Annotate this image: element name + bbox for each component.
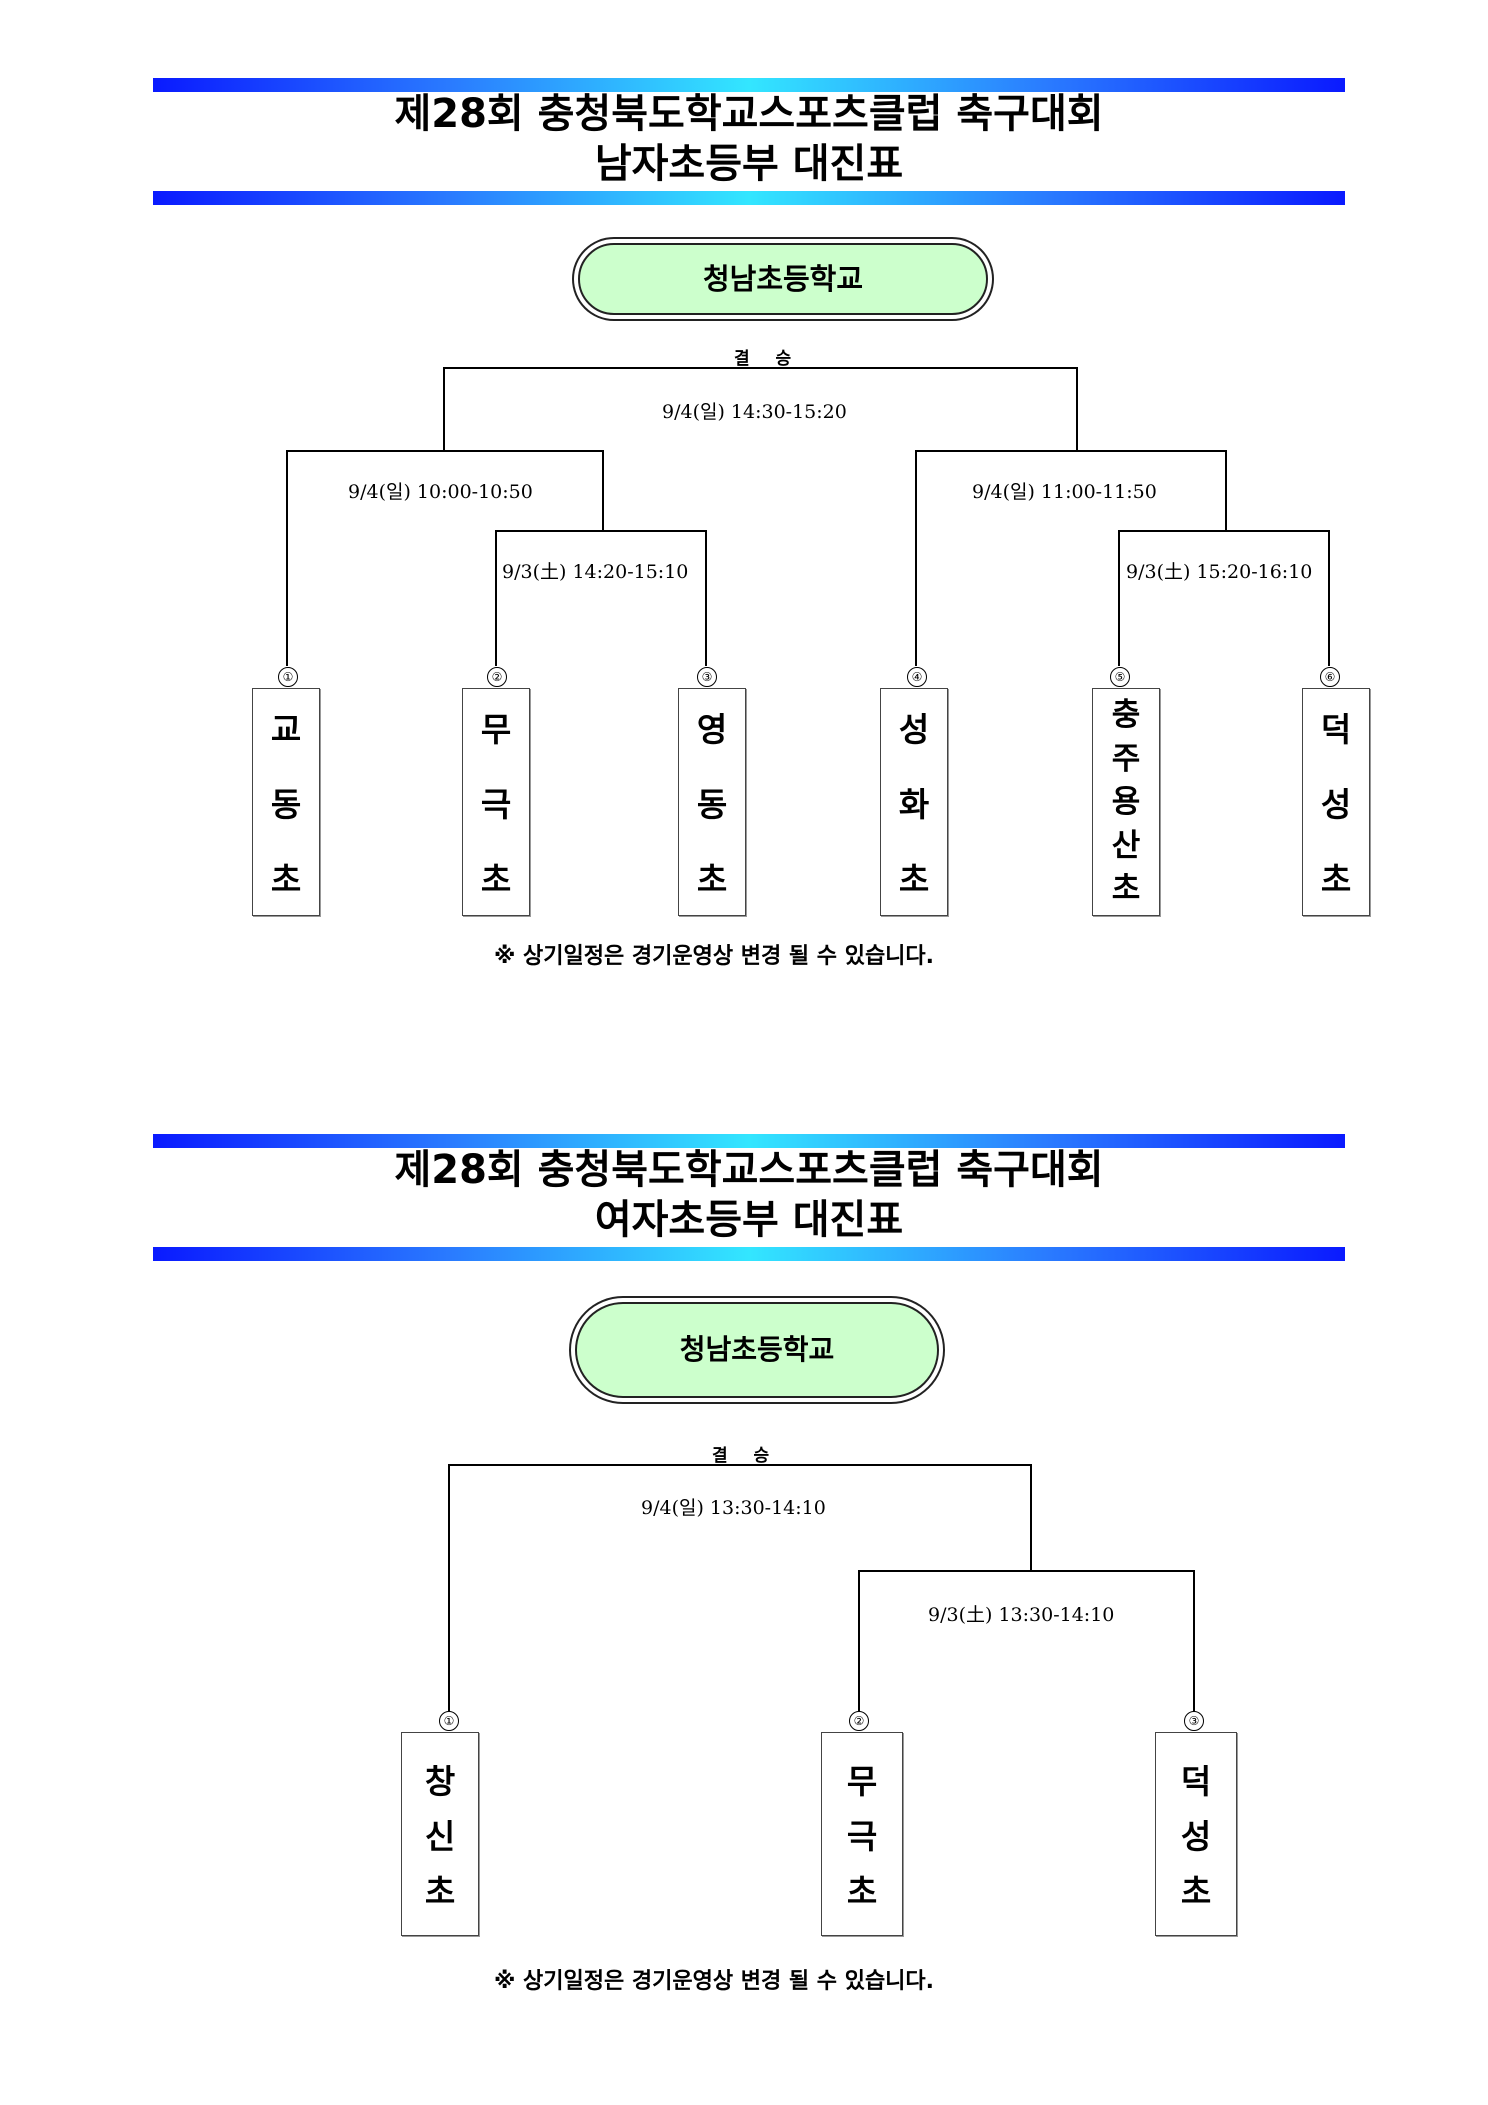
team-char: 동 bbox=[696, 785, 728, 824]
team-char: 화 bbox=[898, 785, 930, 824]
bracket-line bbox=[443, 367, 1077, 369]
seed-number: ⑥ bbox=[1320, 667, 1340, 687]
team-char: 초 bbox=[1180, 1872, 1212, 1911]
bracket-subtitle: 남자초등부 대진표 bbox=[594, 141, 904, 187]
seed-number: ③ bbox=[1184, 1711, 1204, 1731]
match-time-first: 9/3(土) 13:30-14:10 bbox=[928, 1604, 1115, 1626]
venue-badge: 청남초등학교 bbox=[575, 1302, 939, 1398]
bracket-line bbox=[448, 1464, 450, 1711]
bracket-line bbox=[705, 530, 707, 666]
team-char: 성 bbox=[1180, 1817, 1212, 1856]
schedule-note: ※ 상기일정은 경기운영상 변경 될 수 있습니다. bbox=[494, 944, 935, 969]
bracket-line bbox=[443, 367, 445, 450]
team-box-gyodong: 교 동 초 bbox=[252, 688, 320, 916]
team-char: 초 bbox=[696, 860, 728, 899]
final-label: 결 승 bbox=[734, 349, 802, 369]
team-char: 덕 bbox=[1180, 1762, 1212, 1801]
team-box-deokseong: 덕 성 초 bbox=[1155, 1732, 1237, 1936]
team-char: 성 bbox=[1320, 785, 1352, 824]
team-char: 동 bbox=[270, 785, 302, 824]
bracket-line bbox=[858, 1570, 1194, 1572]
team-char: 신 bbox=[424, 1817, 456, 1856]
team-char: 영 bbox=[696, 710, 728, 749]
team-char: 초 bbox=[846, 1872, 878, 1911]
seed-number: ① bbox=[439, 1711, 459, 1731]
team-box-chungju-yongsan: 충 주 용 산 초 bbox=[1092, 688, 1160, 916]
team-box-seonghwa: 성 화 초 bbox=[880, 688, 948, 916]
tournament-title: 제28회 충청북도학교스포츠클럽 축구대회 bbox=[394, 91, 1104, 137]
team-char: 초 bbox=[270, 860, 302, 899]
seed-number: ④ bbox=[907, 667, 927, 687]
bracket-line bbox=[602, 450, 604, 531]
team-box-mugeuk: 무 극 초 bbox=[462, 688, 530, 916]
bracket-line bbox=[495, 530, 705, 532]
final-label: 결 승 bbox=[712, 1446, 780, 1466]
seed-number: ⑤ bbox=[1110, 667, 1130, 687]
bracket-line bbox=[1118, 530, 1120, 666]
team-char: 산 bbox=[1111, 827, 1141, 864]
team-char: 무 bbox=[846, 1762, 878, 1801]
match-time-right-semi: 9/4(일) 11:00-11:50 bbox=[972, 481, 1157, 503]
bracket-subtitle: 여자초등부 대진표 bbox=[594, 1197, 904, 1243]
team-char: 초 bbox=[1320, 860, 1352, 899]
team-char: 극 bbox=[480, 785, 512, 824]
tournament-title: 제28회 충청북도학교스포츠클럽 축구대회 bbox=[394, 1147, 1104, 1193]
team-char: 성 bbox=[898, 710, 930, 749]
team-char: 무 bbox=[480, 710, 512, 749]
team-box-mugeuk: 무 극 초 bbox=[821, 1732, 903, 1936]
team-char: 초 bbox=[898, 860, 930, 899]
bracket-line bbox=[1193, 1570, 1195, 1711]
header-bottom-bar bbox=[153, 1247, 1345, 1261]
bracket-line bbox=[915, 450, 1226, 452]
team-char: 용 bbox=[1111, 784, 1141, 820]
bracket-line bbox=[1118, 530, 1329, 532]
header-bottom-bar bbox=[153, 191, 1345, 205]
seed-number: ② bbox=[849, 1711, 869, 1731]
team-box-changsin: 창 신 초 bbox=[401, 1732, 479, 1936]
match-time-left-first: 9/3(土) 14:20-15:10 bbox=[502, 561, 689, 583]
header-top-bar bbox=[153, 1134, 1345, 1148]
bracket-line bbox=[495, 530, 497, 666]
seed-number: ③ bbox=[697, 667, 717, 687]
bracket-line bbox=[858, 1570, 860, 1711]
team-box-deokseong: 덕 성 초 bbox=[1302, 688, 1370, 916]
seed-number: ② bbox=[487, 667, 507, 687]
team-char: 교 bbox=[270, 710, 302, 749]
team-box-yeongdong: 영 동 초 bbox=[678, 688, 746, 916]
bracket-line bbox=[286, 450, 288, 666]
bracket-line bbox=[286, 450, 603, 452]
match-time-left-semi: 9/4(일) 10:00-10:50 bbox=[348, 481, 533, 503]
team-char: 충 bbox=[1111, 697, 1141, 733]
match-time-right-first: 9/3(土) 15:20-16:10 bbox=[1126, 561, 1313, 583]
team-char: 창 bbox=[424, 1762, 456, 1801]
match-time-final: 9/4(일) 14:30-15:20 bbox=[662, 401, 847, 423]
team-char: 덕 bbox=[1320, 710, 1352, 749]
bracket-line bbox=[1328, 530, 1330, 666]
seed-number: ① bbox=[278, 667, 298, 687]
bracket-line bbox=[1225, 450, 1227, 531]
team-char: 극 bbox=[846, 1817, 878, 1856]
venue-badge: 청남초등학교 bbox=[578, 243, 988, 315]
schedule-note: ※ 상기일정은 경기운영상 변경 될 수 있습니다. bbox=[494, 1969, 935, 1994]
team-char: 초 bbox=[480, 860, 512, 899]
team-char: 초 bbox=[1111, 871, 1141, 907]
match-time-final: 9/4(일) 13:30-14:10 bbox=[641, 1497, 826, 1519]
team-char: 초 bbox=[424, 1872, 456, 1911]
header-top-bar bbox=[153, 78, 1345, 92]
bracket-line bbox=[1076, 367, 1078, 450]
bracket-line bbox=[1030, 1464, 1032, 1570]
bracket-line bbox=[448, 1464, 1031, 1466]
team-char: 주 bbox=[1111, 740, 1141, 777]
bracket-line bbox=[915, 450, 917, 666]
